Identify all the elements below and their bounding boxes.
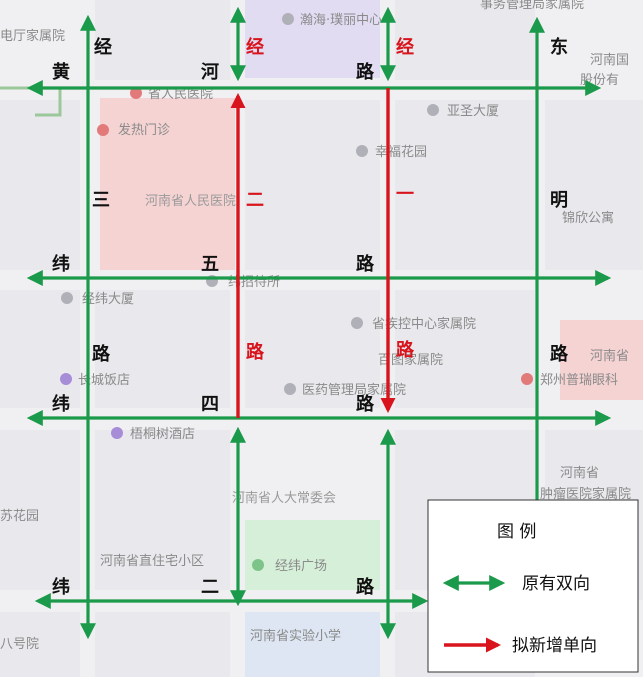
poi-jingwei-square: 经纬广场	[275, 559, 327, 574]
label-huanghe-3: 路	[356, 61, 375, 83]
poi-henan-sheng: 河南省	[590, 348, 629, 364]
new-one-way-roads	[230, 88, 396, 418]
label-jinger-2: 二	[246, 190, 264, 211]
poi-bahao: 八号院	[0, 637, 39, 652]
legend-two-way-label: 原有双向	[522, 574, 590, 594]
pin-icon	[356, 145, 368, 157]
poi-shengjikong: 省疾控中心家属院	[372, 316, 476, 332]
pin-icon	[521, 373, 533, 385]
label-jinger-3: 路	[246, 341, 265, 363]
poi-zhongliu: 肿瘤医院家属院	[540, 486, 631, 502]
label-jingyi-3: 路	[396, 339, 415, 361]
poi-huayuan: 苏花园	[0, 508, 39, 524]
poi-top-right: 事务管理局家属院	[480, 0, 584, 12]
hanhai-block	[245, 0, 380, 78]
poi-renda: 河南省人大常委会	[232, 490, 336, 506]
label-weisi-1: 纬	[52, 393, 70, 415]
label-huanghe-2: 河	[201, 62, 219, 83]
poi-zhizhu: 河南省直住宅小区	[100, 553, 204, 569]
pin-icon	[351, 317, 363, 329]
label-weiwu-2: 五	[201, 254, 219, 275]
label-huanghe-1: 黄	[52, 61, 70, 83]
label-weisi-3: 路	[356, 393, 375, 415]
poi-hanhai: 瀚海·璞丽中心	[300, 13, 382, 28]
label-weiwu-3: 路	[356, 253, 375, 275]
pin-icon	[111, 427, 123, 439]
legend-one-way-label: 拟新增单向	[512, 636, 597, 656]
two-way-roads	[26, 6, 612, 640]
hospital-block	[100, 98, 235, 270]
poi-gushi: 股份有	[580, 73, 619, 88]
label-jingsan-2: 三	[92, 190, 110, 211]
pin-icon	[427, 104, 439, 116]
label-weier-1: 纬	[52, 576, 70, 598]
label-dongming-1: 东	[550, 36, 568, 58]
label-jinger-1: 经	[246, 36, 264, 58]
legend: 图 例 原有双向 拟新增单向	[427, 499, 639, 673]
poi-shiyan: 河南省实验小学	[250, 628, 341, 644]
label-weiwu-1: 纬	[52, 253, 70, 275]
label-jingsan-3: 路	[92, 343, 111, 365]
poi-wutong: 梧桐树酒店	[130, 427, 195, 442]
poi-jinxin: 锦欣公寓	[562, 210, 614, 226]
legend-title: 图 例	[497, 522, 536, 542]
label-weisi-2: 四	[201, 394, 219, 415]
label-jingsan-top: 经	[94, 36, 112, 58]
label-weier-3: 路	[356, 576, 375, 598]
square-block	[245, 520, 380, 590]
poi-yasheng: 亚圣大厦	[447, 104, 499, 119]
poi-zhengzhou: 郑州普瑞眼科	[540, 373, 618, 388]
pin-icon	[252, 559, 264, 571]
poi-fever: 发热门诊	[118, 122, 170, 138]
pin-icon	[282, 13, 294, 25]
hospital-right-block	[560, 320, 643, 400]
pin-icon	[60, 373, 72, 385]
pin-icon	[97, 124, 109, 136]
poi-top-left: 电厅家属院	[0, 28, 65, 44]
label-jingyi-1: 经	[396, 36, 414, 58]
school-block	[245, 612, 380, 677]
road-labels: 黄 河 路 纬 五 路 纬 四 路 纬 二 路 经 三 路 东 明 路 经 二 …	[52, 36, 569, 598]
poi-yiyao: 医药管理局家属院	[302, 382, 406, 398]
poi-xingfu: 幸福花园	[375, 144, 427, 160]
poi-henan-right: 河南省	[560, 465, 599, 481]
poi-changcheng: 长城饭店	[78, 373, 130, 388]
pin-icon	[284, 383, 296, 395]
label-dongming-2: 明	[550, 190, 568, 211]
label-dongming-3: 路	[550, 343, 569, 365]
poi-jingfeng: 经纬大厦	[82, 292, 134, 307]
pin-icon	[61, 292, 73, 304]
label-jingyi-2: 一	[396, 184, 414, 205]
poi-henan-renmin: 河南省人民医院	[145, 193, 236, 209]
poi-baihua: 百图家属院	[378, 352, 443, 368]
label-weier-2: 二	[201, 577, 219, 598]
poi-henan-guo: 河南国	[590, 52, 629, 68]
